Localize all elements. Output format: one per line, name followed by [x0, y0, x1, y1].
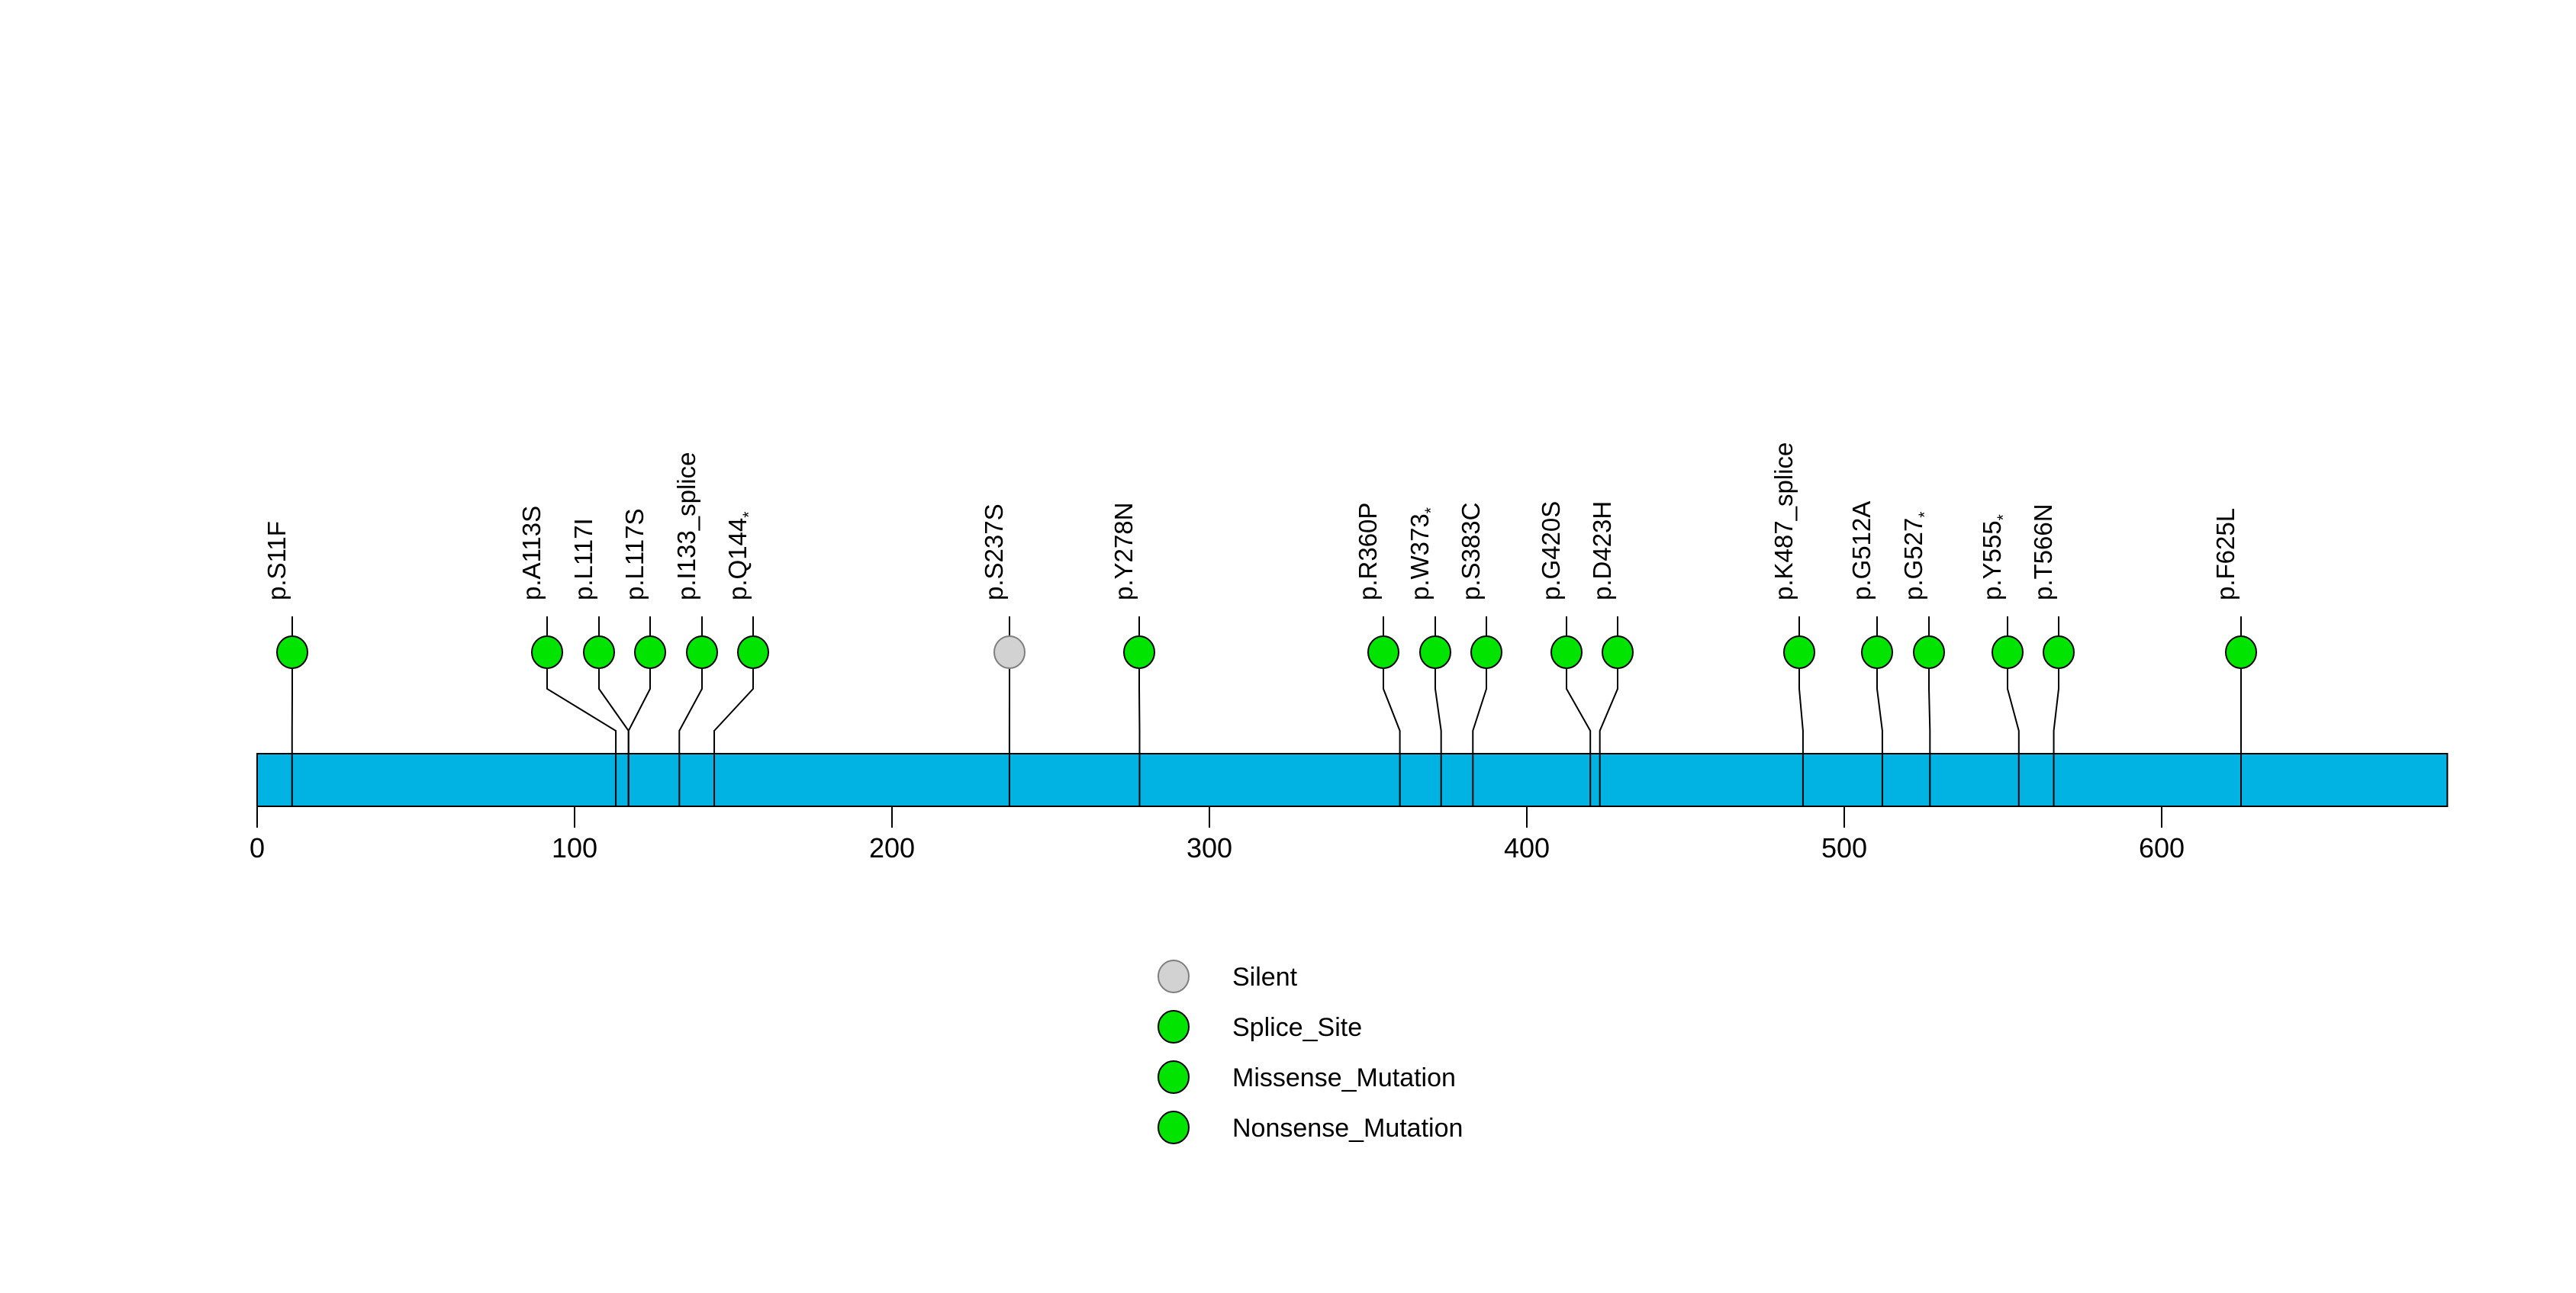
axis-tick-label: 400 — [1504, 832, 1550, 864]
mutation-label: p.G420S — [1537, 501, 1565, 600]
axis-tick-label: 100 — [552, 832, 597, 864]
mutation-label: p.L117S — [620, 509, 649, 601]
mutation-circle — [1368, 636, 1399, 668]
mutation-circle — [1914, 636, 1944, 668]
mutation-circle — [1471, 636, 1502, 668]
mutation-label: p.F625L — [2211, 508, 2240, 600]
mutation-label: p.L117I — [569, 518, 597, 600]
mutation-circle — [635, 636, 665, 668]
legend-swatch — [1158, 1011, 1189, 1043]
axis-tick-label: 600 — [2139, 832, 2185, 864]
mutation-circle — [1862, 636, 1892, 668]
mutation-circle — [1602, 636, 1633, 668]
legend-label: Missense_Mutation — [1232, 1063, 1456, 1092]
mutation-label: p.D423H — [1588, 501, 1616, 600]
mutation-label: p.Q144* — [723, 512, 758, 600]
mutation-circle — [738, 636, 768, 668]
legend-label: Splice_Site — [1232, 1013, 1362, 1042]
mutation-label: p.S237S — [980, 503, 1008, 600]
mutation-label: p.K487_splice — [1769, 442, 1798, 600]
axis-tick-label: 200 — [869, 832, 915, 864]
mutation-circle — [277, 636, 308, 668]
mutation-label: p.G512A — [1847, 501, 1876, 600]
mutation-circle — [1784, 636, 1814, 668]
mutation-circle — [584, 636, 614, 668]
mutation-circle — [2226, 636, 2256, 668]
legend-swatch — [1158, 1061, 1189, 1093]
mutation-label: p.G527* — [1899, 512, 1934, 600]
mutation-label: p.W373* — [1406, 507, 1440, 600]
mutation-circle — [1992, 636, 2023, 668]
mutation-label: p.I133_splice — [672, 452, 700, 600]
mutation-circle — [1124, 636, 1154, 668]
protein-domain-bar — [257, 754, 2447, 806]
legend-label: Silent — [1232, 963, 1298, 992]
axis-tick-label: 500 — [1821, 832, 1867, 864]
axis-tick-label: 300 — [1187, 832, 1232, 864]
mutation-label: p.A113S — [517, 506, 546, 600]
mutation-circle — [532, 636, 562, 668]
mutation-label: p.Y278N — [1109, 503, 1138, 600]
mutation-circle — [687, 636, 717, 668]
mutation-label: p.R360P — [1354, 503, 1382, 600]
mutation-circle — [1420, 636, 1451, 668]
mutation-label: p.S11F — [262, 521, 291, 600]
mutation-circle — [1551, 636, 1582, 668]
legend-swatch — [1158, 960, 1189, 992]
legend: SilentSplice_SiteMissense_MutationNonsen… — [1158, 960, 1463, 1143]
legend-label: Nonsense_Mutation — [1232, 1114, 1463, 1143]
mutation-label: p.T566N — [2029, 503, 2057, 600]
mutation-pI133_splice: p.I133_splice — [672, 452, 717, 806]
axis-tick-label: 0 — [250, 832, 265, 864]
mutation-circle — [2043, 636, 2074, 668]
legend-swatch — [1158, 1111, 1189, 1143]
mutation-label: p.Y555* — [1978, 514, 2012, 600]
mutation-circle — [994, 636, 1025, 668]
mutation-label: p.S383C — [1457, 503, 1485, 600]
mutation-pK487_splice: p.K487_splice — [1769, 442, 1814, 806]
